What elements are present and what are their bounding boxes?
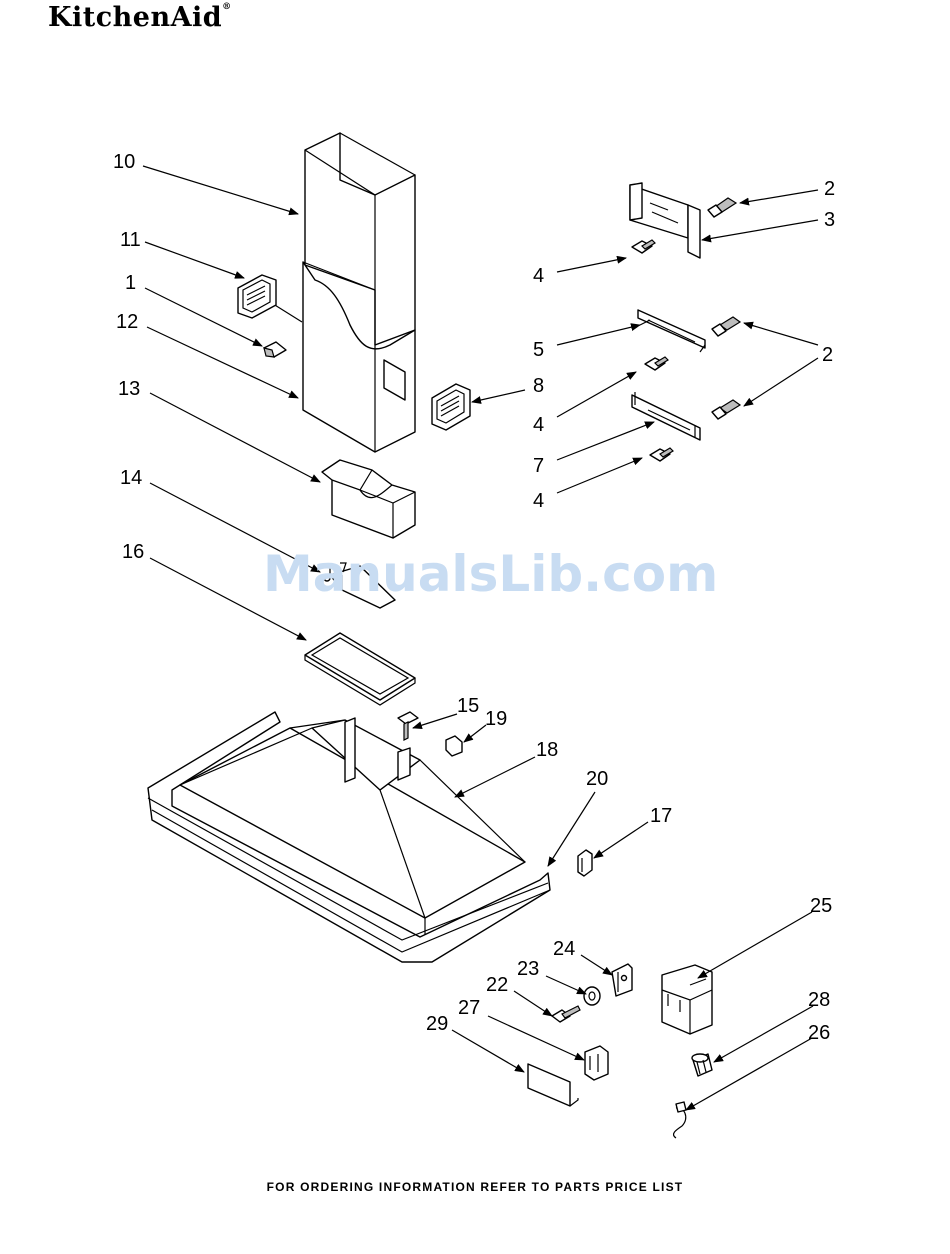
callout-14: 14 — [120, 467, 142, 489]
part-13-transition — [322, 460, 415, 538]
part-2-screw-top — [708, 198, 736, 217]
callout-25: 25 — [810, 895, 832, 917]
part-11-grille — [238, 275, 276, 318]
callout-7: 7 — [533, 455, 544, 477]
callout-11: 11 — [120, 229, 141, 251]
part-4-screw-b — [645, 357, 668, 370]
part-15-screw — [398, 712, 418, 740]
part-8-grille — [432, 384, 470, 430]
callout-16: 16 — [122, 541, 144, 563]
callout-22: 22 — [486, 974, 508, 996]
callout-5: 5 — [533, 339, 544, 361]
part-23-washer — [584, 987, 600, 1005]
part-4-screw-a — [632, 240, 655, 253]
callout-24: 24 — [553, 938, 575, 960]
callout-1: 1 — [125, 272, 136, 294]
callout-13: 13 — [118, 378, 140, 400]
callout-4-c: 4 — [533, 490, 544, 512]
part-19-clip — [446, 736, 462, 756]
part-28-knob — [692, 1054, 712, 1076]
part-17-clip — [578, 850, 592, 876]
callout-4-b: 4 — [533, 414, 544, 436]
callout-2-top: 2 — [824, 178, 835, 200]
ordering-footer: FOR ORDERING INFORMATION REFER TO PARTS … — [0, 1180, 950, 1194]
callout-10: 10 — [113, 151, 135, 173]
part-7-bracket — [632, 392, 700, 440]
part-4-screw-c — [650, 448, 673, 461]
callout-27: 27 — [458, 997, 480, 1019]
watermark: ManualsLib.com — [263, 545, 718, 603]
part-16-tray — [305, 633, 415, 705]
part-27-switch — [585, 1046, 608, 1080]
callout-17: 17 — [650, 805, 672, 827]
part-26-wire — [674, 1102, 686, 1138]
callout-2-mid: 2 — [822, 344, 833, 366]
callout-8: 8 — [533, 375, 544, 397]
part-5-bracket — [638, 310, 705, 352]
callout-26: 26 — [808, 1022, 830, 1044]
callout-15: 15 — [457, 695, 479, 717]
callout-20: 20 — [586, 768, 608, 790]
part-1-screw — [264, 342, 286, 357]
callout-29: 29 — [426, 1013, 448, 1035]
callout-3: 3 — [824, 209, 835, 231]
callout-19: 19 — [485, 708, 507, 730]
part-2-screw-low — [712, 400, 740, 419]
part-25-control-housing — [662, 965, 712, 1034]
part-29-cover — [528, 1064, 578, 1106]
callout-28: 28 — [808, 989, 830, 1011]
callout-23: 23 — [517, 958, 539, 980]
callout-18: 18 — [536, 739, 558, 761]
part-2-screw-mid — [712, 317, 740, 336]
part-22-screw — [552, 1006, 580, 1022]
part-24-bracket — [612, 964, 632, 996]
callout-12: 12 — [116, 311, 138, 333]
callout-4-a: 4 — [533, 265, 544, 287]
